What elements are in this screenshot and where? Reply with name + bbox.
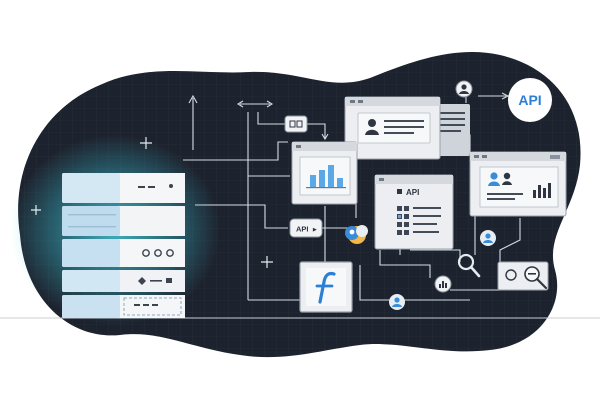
server-rack-icon: [62, 173, 185, 318]
profile-card: [344, 96, 470, 160]
function-card: [299, 261, 353, 313]
bar-chart-icon: [306, 165, 346, 189]
user-avatar-icon: [455, 80, 473, 98]
search-card: [497, 261, 549, 291]
api-card-label: API: [406, 188, 419, 197]
bar-chart-icon: [434, 275, 452, 293]
user-avatar-icon: [480, 230, 496, 246]
sparkle-icon: [31, 137, 273, 268]
api-badge-label: API: [518, 92, 541, 108]
api-pill-label: API: [296, 225, 309, 234]
analytics-profile-card: [469, 151, 567, 217]
api-badge: API: [508, 78, 552, 122]
book-badge-icon: [284, 115, 308, 133]
user-avatar-icon: [389, 294, 405, 310]
function-f-icon: [315, 271, 336, 304]
cloud-user-icon: [345, 225, 368, 244]
bar-chart-card: [291, 141, 358, 205]
api-pill: API ▸: [289, 218, 323, 238]
api-document-card: API: [374, 174, 454, 250]
magnifier-icon: [457, 253, 481, 278]
user-avatar-icon: [368, 119, 376, 127]
api-pill-arrow: ▸: [312, 227, 317, 234]
